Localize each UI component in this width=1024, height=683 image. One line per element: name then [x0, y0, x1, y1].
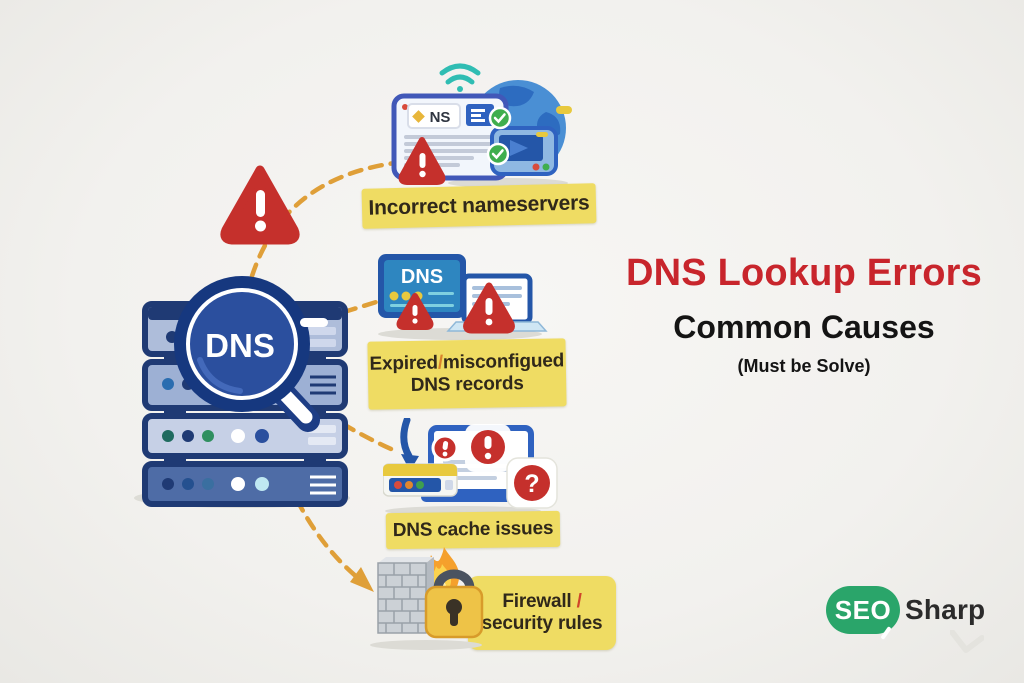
slash: / [571, 590, 582, 612]
watermark-chevron-icon [950, 630, 984, 653]
ns-diamond-icon [412, 110, 425, 123]
label-line-2: DNS records [410, 373, 524, 396]
warning-triangle-icon [396, 293, 434, 330]
arrow-to-expired-records [341, 296, 389, 315]
question-mark: ? [524, 470, 539, 498]
magnifier-label: DNS [205, 327, 275, 364]
ns-badge: NS [430, 109, 451, 126]
wifi-icon [439, 63, 481, 92]
warning-triangle-icon [220, 165, 300, 245]
warning-triangle-icon [463, 282, 515, 334]
down-arrow-icon [400, 418, 419, 471]
page-subtitle: Common Causes [673, 309, 935, 345]
label-line-1: Firewall / [502, 590, 582, 612]
dns-cache-illustration: ? [383, 418, 558, 516]
page-title: DNS Lookup Errors [626, 252, 982, 294]
dns-monitor: DNS [378, 254, 466, 325]
label-text: DNS cache issues [392, 517, 554, 541]
cause-label-firewall: Firewall / security rules [468, 576, 616, 650]
dns-server-illustration: DNS [134, 276, 350, 508]
title-block: DNS Lookup Errors Common Causes (Must be… [594, 252, 1014, 377]
check-icon [486, 142, 510, 166]
firewall-illustration [370, 547, 484, 650]
arrowhead-icon [350, 567, 374, 592]
expired-records-illustration: DNS [378, 254, 548, 340]
label-line-1: Expired/misconfigued [369, 349, 565, 375]
logo-name: Sharp [905, 594, 986, 625]
seo-sharp-logo: SEO Sharp [826, 586, 986, 640]
warning-triangle-icon [398, 137, 446, 185]
shadow [370, 640, 482, 650]
logo-badge: SEO [826, 586, 900, 640]
title-note: (Must be Solve) [737, 356, 871, 376]
check-icon [488, 106, 512, 130]
cause-label-dns-cache: DNS cache issues [385, 510, 561, 550]
logo-badge-text: SEO [834, 594, 892, 625]
play-icon [510, 140, 528, 156]
monitor-label: DNS [401, 266, 443, 288]
incorrect-nameservers-illustration: NS [391, 63, 572, 188]
label-text: Incorrect nameservers [368, 190, 590, 220]
question-badge-icon: ? [506, 457, 558, 509]
cause-label-expired-records: Expired/misconfigued DNS records [367, 338, 567, 410]
padlock-icon [424, 569, 484, 639]
cause-label-incorrect-nameservers: Incorrect nameservers [361, 183, 597, 229]
brick-wall-icon [377, 557, 434, 634]
error-badge-icon [465, 424, 511, 472]
magnifying-glass-icon: DNS [174, 276, 328, 432]
label-line-2: security rules [481, 613, 603, 634]
arrow-to-incorrect-nameservers [249, 159, 406, 279]
error-badge-icon [431, 434, 459, 462]
arrow-to-firewall [294, 497, 361, 581]
router [383, 463, 458, 497]
